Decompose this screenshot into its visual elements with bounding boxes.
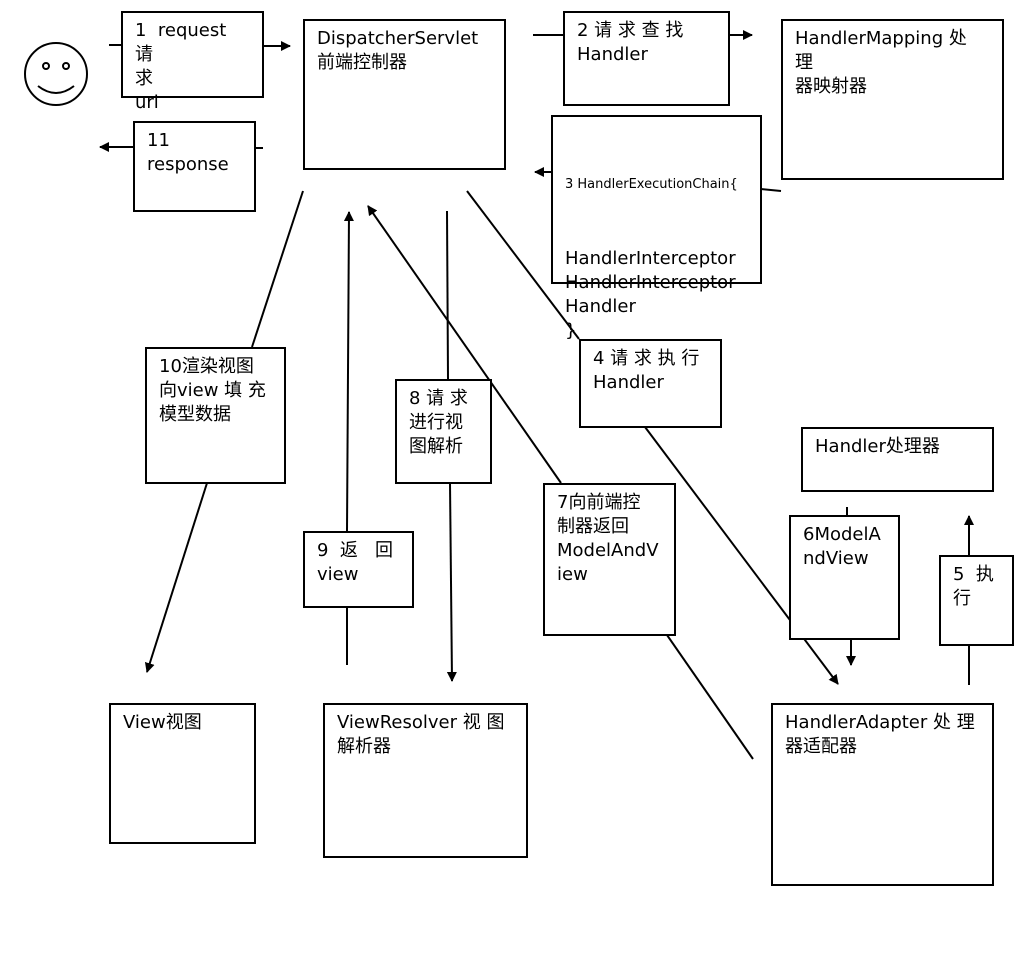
step7-label-box: 7向前端控 制器返回 ModelAndV iew <box>543 483 676 636</box>
handler-box: Handler处理器 <box>801 427 994 492</box>
arrow-10 <box>144 482 208 673</box>
view-box: View视图 <box>109 703 256 844</box>
step2-label-box: 2 请 求 查 找 Handler <box>563 11 730 106</box>
chain-body: HandlerInterceptor HandlerInterceptor Ha… <box>565 248 736 341</box>
step8-label-box: 8 请 求 进行视 图解析 <box>395 379 492 484</box>
step9-label-box: 9 返 回 view <box>303 531 414 608</box>
step5-label-box: 5 执 行 <box>939 555 1014 646</box>
handler-mapping-box: HandlerMapping 处 理 器映射器 <box>781 19 1004 180</box>
chain-title: 3 HandlerExecutionChain{ <box>565 177 738 192</box>
request-label-box: 1 request 请 求 url <box>121 11 264 113</box>
dispatcher-servlet-box: DispatcherServlet 前端控制器 <box>303 19 506 170</box>
response-label-box: 11 response <box>133 121 256 212</box>
view-resolver-box: ViewResolver 视 图 解析器 <box>323 703 528 858</box>
arrow-9 <box>343 211 354 532</box>
step10-label-box: 10渲染视图 向view 填 充 模型数据 <box>145 347 286 484</box>
step6-label-box: 6ModelA ndView <box>789 515 900 640</box>
handler-adapter-box: HandlerAdapter 处 理 器适配器 <box>771 703 994 886</box>
arrow-7 <box>367 205 562 484</box>
arrow-4 <box>644 426 839 685</box>
handler-execution-chain-box: 3 HandlerExecutionChain{ HandlerIntercep… <box>551 115 762 341</box>
arrow-8 <box>446 482 457 682</box>
step4-label-box: 4 请 求 执 行 Handler <box>579 339 722 428</box>
user-smiley-icon <box>24 42 88 106</box>
